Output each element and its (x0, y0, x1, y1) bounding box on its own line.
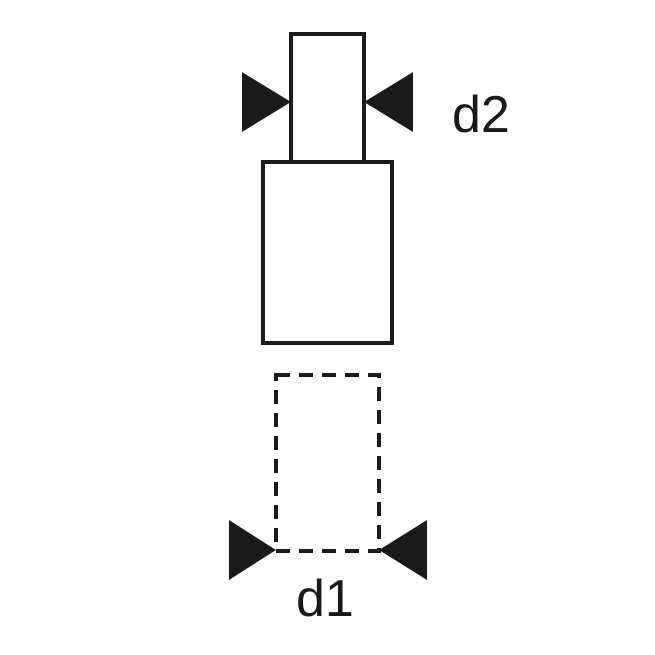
wide-pipe-body (261, 160, 394, 345)
d2-left-arrow-icon (242, 72, 291, 132)
d1-left-arrow-icon (229, 520, 276, 580)
dashed-insert-outline (274, 373, 381, 553)
d1-right-arrow-icon (379, 520, 427, 580)
d2-right-arrow-icon (364, 72, 413, 132)
narrow-pipe-segment (289, 32, 366, 164)
d1-label: d1 (296, 570, 354, 628)
d2-label: d2 (452, 86, 510, 144)
